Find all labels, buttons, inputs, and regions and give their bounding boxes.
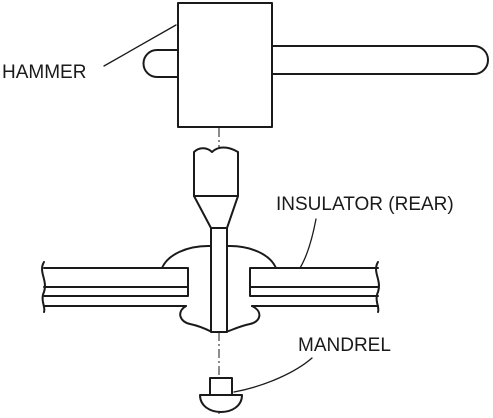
hammer-head xyxy=(177,2,273,128)
mandrel-head xyxy=(199,377,243,413)
hammer-label: HAMMER xyxy=(2,62,86,83)
hammer-handle xyxy=(142,49,178,78)
mandrel-upper xyxy=(193,146,239,333)
hammer xyxy=(142,2,489,128)
mandrel-label: MANDREL xyxy=(298,335,391,356)
hammer-handle-right xyxy=(272,45,489,75)
hammer-leader xyxy=(103,24,177,67)
rivet-body xyxy=(179,305,261,333)
panel-right xyxy=(249,261,380,313)
insulator-leader xyxy=(299,218,317,269)
panel-left xyxy=(41,261,189,313)
insulator-label: INSULATOR (REAR) xyxy=(276,194,454,215)
mandrel-leader xyxy=(233,357,313,393)
